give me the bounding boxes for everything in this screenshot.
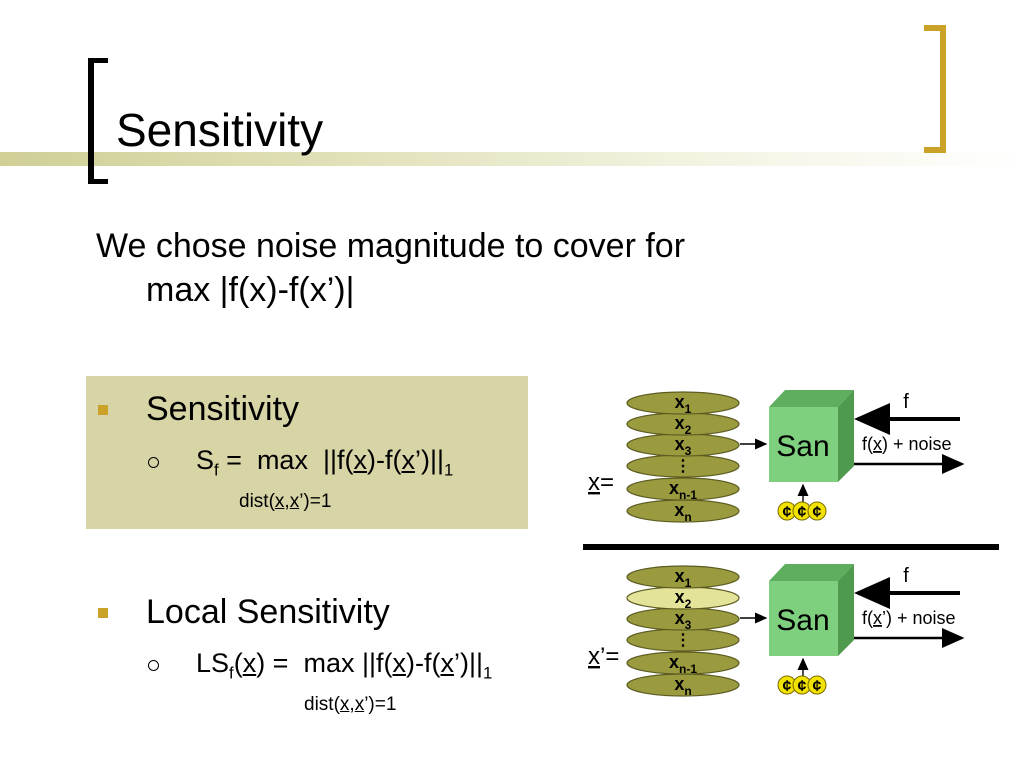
local-sensitivity-constraint: dist(x,x’)=1 bbox=[304, 694, 396, 716]
constraint-dist: dist( bbox=[304, 694, 340, 715]
formula-max: ) = max ||f( bbox=[256, 648, 393, 678]
coin-symbol: ¢ bbox=[783, 504, 792, 521]
formula-vector-x: x bbox=[392, 648, 406, 678]
bullet-marker-sensitivity bbox=[98, 405, 108, 415]
constraint-dist: dist( bbox=[239, 491, 275, 512]
constraint-equals-one: ’)=1 bbox=[299, 491, 332, 512]
intro-line-2: max |f(x)-f(x’)| bbox=[146, 271, 355, 309]
divider-line bbox=[583, 544, 999, 550]
coin-symbol: ¢ bbox=[813, 504, 822, 521]
san-box-top bbox=[769, 564, 854, 581]
formula-norm: ’)|| bbox=[453, 648, 483, 678]
query-label: f bbox=[903, 391, 909, 413]
output-label: f(x) + noise bbox=[862, 434, 952, 454]
database-entry-label: ⋮ bbox=[675, 458, 691, 475]
san-box bbox=[769, 407, 838, 482]
coin-symbol: ¢ bbox=[813, 678, 822, 695]
database-entry-label: xn bbox=[674, 674, 691, 698]
formula-lhs-subscript: f bbox=[229, 663, 234, 683]
random-coin bbox=[807, 501, 827, 521]
database-entry-label: ⋮ bbox=[675, 632, 691, 649]
formula-vector-x-arg: x bbox=[242, 648, 257, 678]
san-box-top bbox=[769, 390, 854, 407]
constraint-x: x bbox=[274, 491, 285, 512]
san-label: San bbox=[776, 430, 829, 463]
database-entry-label: x1 bbox=[675, 392, 692, 416]
database-disk bbox=[626, 391, 740, 415]
database-disk bbox=[626, 565, 740, 589]
san-box bbox=[769, 581, 838, 656]
query-label: f bbox=[903, 565, 909, 587]
formula-vector-x-prime: x bbox=[440, 648, 454, 678]
san-label: San bbox=[776, 604, 829, 637]
output-label: f(x’) + noise bbox=[862, 608, 956, 628]
formula-vector-x-prime: x bbox=[401, 445, 415, 475]
bullet-heading-sensitivity: Sensitivity bbox=[146, 390, 300, 428]
database-entry-label: xn bbox=[674, 500, 691, 524]
sub-bullet-marker-local-sensitivity bbox=[148, 660, 159, 671]
database-entry-label: x2 bbox=[675, 587, 692, 611]
constraint-equals-one: ’)=1 bbox=[364, 694, 397, 715]
left-bracket-decoration bbox=[88, 58, 108, 184]
sensitivity-formula: Sf = max ||f(x)-f(x’)||1 bbox=[196, 444, 453, 486]
formula-lhs: LS bbox=[196, 648, 230, 678]
right-bracket-decoration bbox=[924, 25, 946, 153]
database-entry-label: x2 bbox=[675, 413, 692, 437]
database-entry-label: x3 bbox=[675, 608, 692, 632]
formula-norm-subscript: 1 bbox=[483, 663, 493, 683]
bullet-heading-local-sensitivity: Local Sensitivity bbox=[146, 593, 390, 631]
local-sensitivity-formula: LSf(x) = max ||f(x)-f(x’)||1 bbox=[196, 647, 492, 689]
intro-text: We chose noise magnitude to cover for ma… bbox=[96, 224, 816, 312]
coin-symbol: ¢ bbox=[798, 504, 807, 521]
intro-line-1: We chose noise magnitude to cover for bbox=[96, 227, 686, 265]
formula-norm-subscript: 1 bbox=[444, 460, 454, 480]
coin-symbol: ¢ bbox=[798, 678, 807, 695]
formula-minus: )-f( bbox=[405, 648, 441, 678]
database-entry-label: xn-1 bbox=[669, 478, 697, 502]
san-box-side bbox=[838, 564, 854, 656]
formula-vector-x: x bbox=[353, 445, 367, 475]
san-box-side bbox=[838, 390, 854, 482]
constraint-x-prime: x bbox=[354, 694, 365, 715]
random-coin bbox=[807, 675, 827, 695]
sub-bullet-marker-sensitivity bbox=[148, 457, 159, 468]
database-vector-label: x’= bbox=[588, 643, 619, 670]
constraint-x-prime: x bbox=[289, 491, 300, 512]
constraint-comma: , bbox=[349, 694, 355, 715]
formula-norm: ’)|| bbox=[414, 445, 444, 475]
constraint-comma: , bbox=[284, 491, 290, 512]
title-accent-band bbox=[0, 152, 1024, 166]
database-vector-label: x= bbox=[588, 469, 614, 496]
coin-symbol: ¢ bbox=[783, 678, 792, 695]
sensitivity-highlight-panel bbox=[86, 376, 528, 529]
database-entry-label: xn-1 bbox=[669, 652, 697, 676]
formula-open-paren: ( bbox=[233, 648, 243, 678]
database-entry-label: x3 bbox=[675, 434, 692, 458]
formula-max: = max ||f( bbox=[218, 445, 354, 475]
database-disk bbox=[626, 477, 740, 501]
sensitivity-constraint: dist(x,x’)=1 bbox=[239, 491, 331, 513]
slide-title: Sensitivity bbox=[116, 104, 324, 156]
formula-lhs-subscript: f bbox=[214, 460, 219, 480]
database-disk bbox=[626, 651, 740, 675]
formula-lhs: S bbox=[196, 445, 215, 475]
bullet-marker-local-sensitivity bbox=[98, 608, 108, 618]
formula-minus: )-f( bbox=[366, 445, 402, 475]
constraint-x: x bbox=[339, 694, 350, 715]
database-entry-label: x1 bbox=[675, 566, 692, 590]
